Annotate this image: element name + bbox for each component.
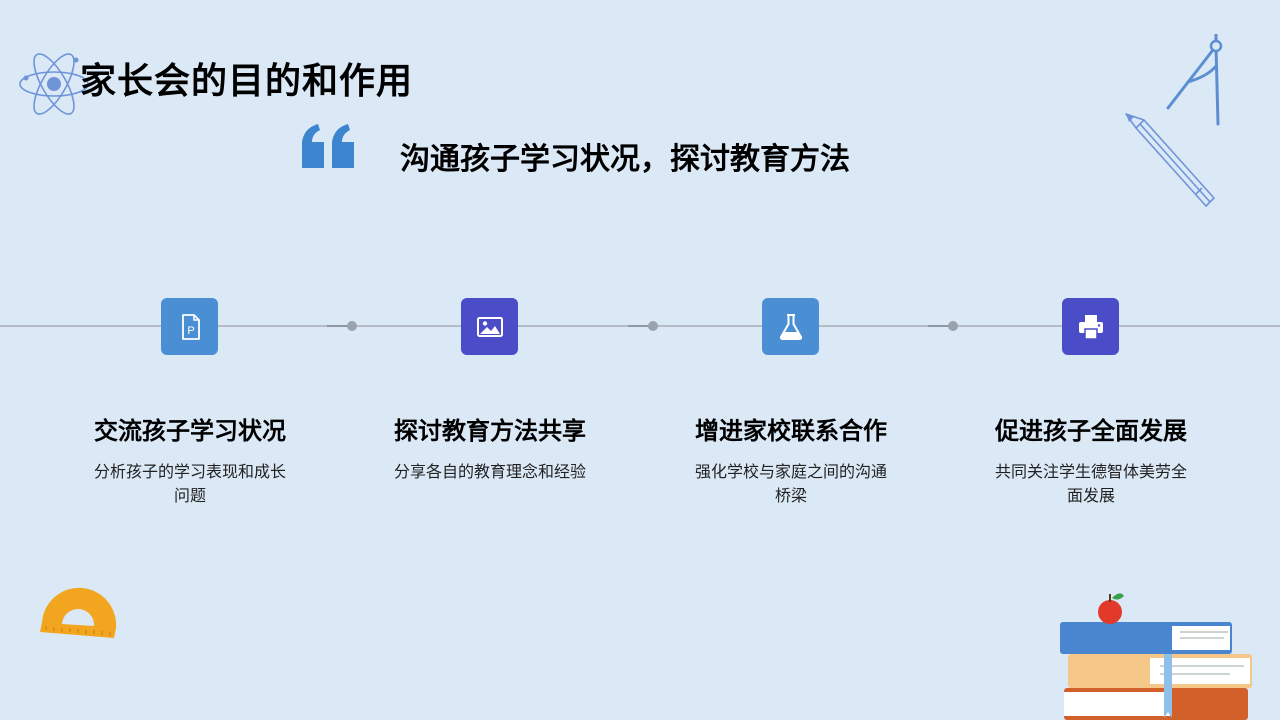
atom-icon: [19, 53, 89, 115]
image-icon: [461, 298, 518, 355]
timeline-segment: [928, 325, 954, 327]
svg-text:P: P: [187, 325, 194, 337]
timeline-dot: [648, 321, 658, 331]
step-title: 促进孩子全面发展: [995, 417, 1187, 445]
step-title: 交流孩子学习状况: [94, 417, 286, 445]
document-p-icon: P: [161, 298, 218, 355]
step-desc: 共同关注学生德智体美劳全面发展: [994, 462, 1187, 505]
step-desc: 强化学校与家庭之间的沟通桥梁: [694, 462, 887, 505]
timeline-dot: [347, 321, 357, 331]
quote-mark-icon: [302, 124, 354, 168]
printer-icon: [1062, 298, 1119, 355]
drawing-compass-icon: [1166, 34, 1223, 126]
step-desc: 分析孩子的学习表现和成长问题: [93, 462, 286, 505]
flask-icon: [762, 298, 819, 355]
timeline-segment: [628, 325, 654, 327]
step-title: 增进家校联系合作: [695, 417, 887, 445]
page-title: 家长会的目的和作用: [80, 61, 414, 102]
timeline-segment: [327, 325, 353, 327]
quote-text: 沟通孩子学习状况，探讨教育方法: [400, 142, 850, 177]
pencil-icon: [1125, 113, 1215, 207]
protractor-icon: [40, 587, 117, 638]
books-apple-icon: [1060, 593, 1252, 720]
timeline-dot: [948, 321, 958, 331]
step-desc: 分享各自的教育理念和经验: [393, 462, 586, 481]
step-title: 探讨教育方法共享: [394, 417, 586, 445]
